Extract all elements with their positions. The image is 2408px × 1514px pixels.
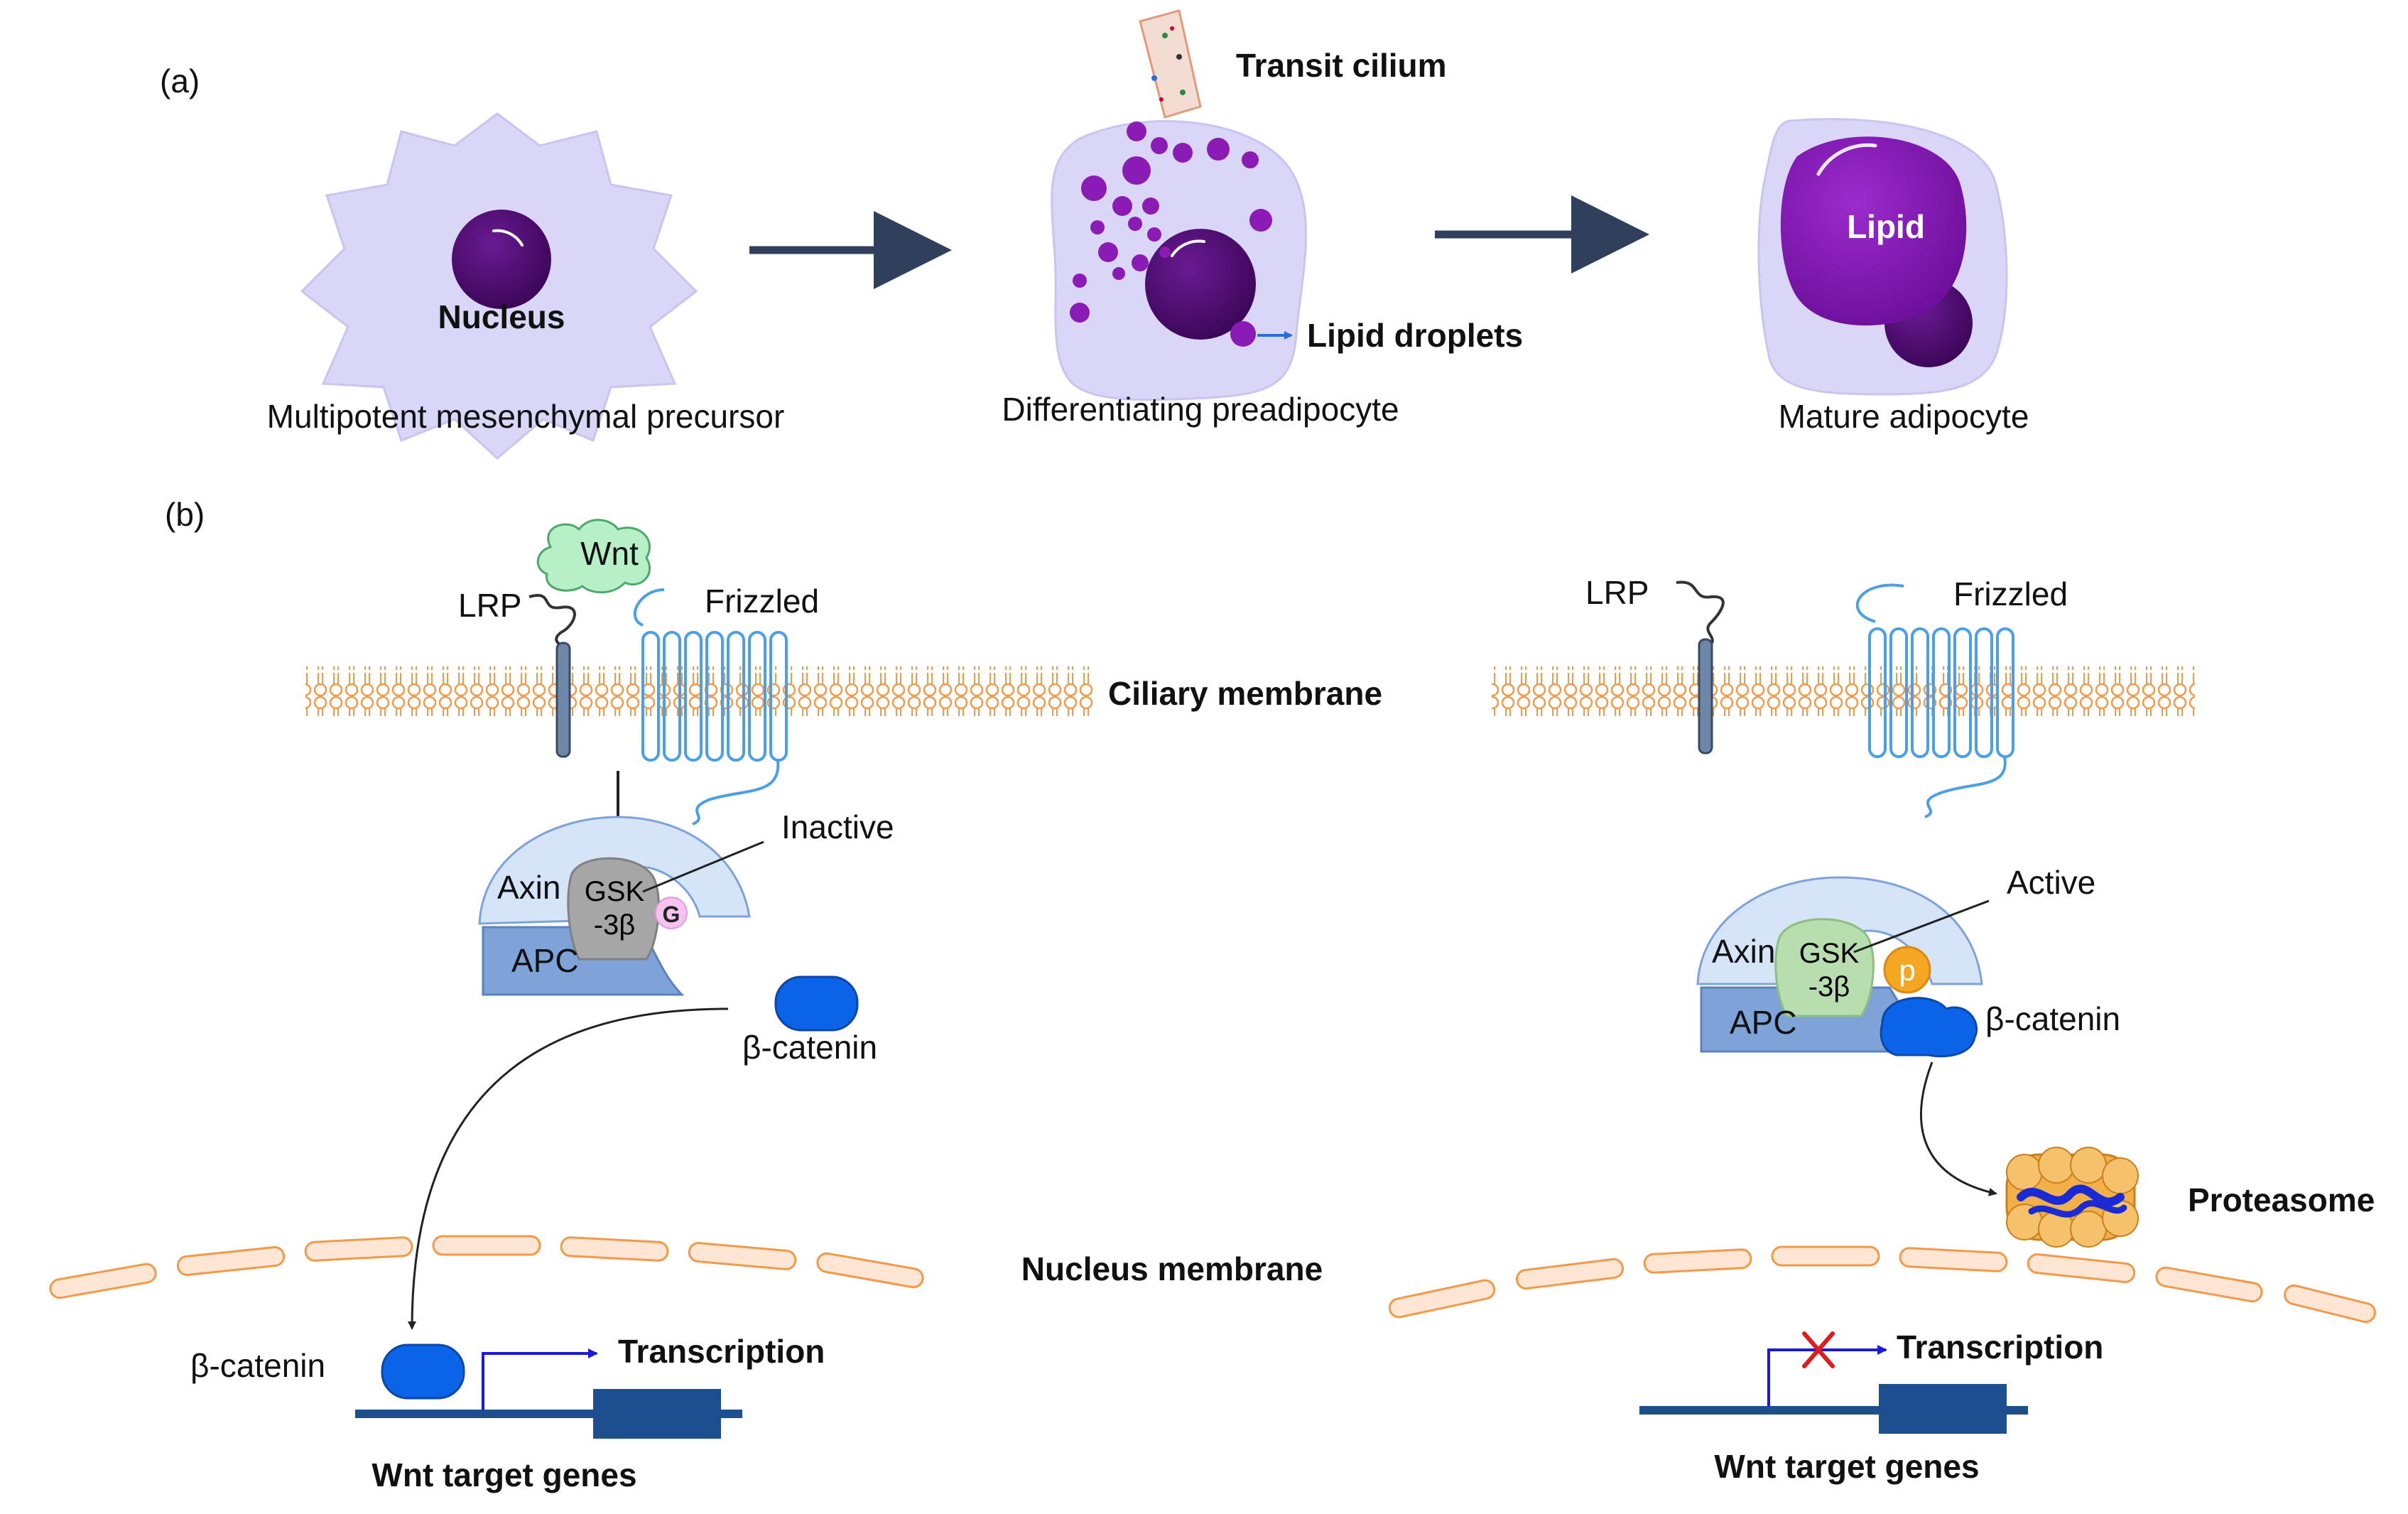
panel-b-label: (b) — [165, 496, 205, 533]
right-wnt-off: LRP Frizzled p Axin GSK -3β APC β-cateni… — [1585, 574, 2375, 1248]
mesenchymal-precursor-cell: Nucleus Multipotent mesenchymal precurso… — [267, 112, 785, 460]
transcription-blocked-icon — [1802, 1331, 1835, 1368]
gsk-label-right-2: -3β — [1808, 971, 1850, 1002]
lrp-label-right: LRP — [1585, 574, 1649, 611]
proteasome-label: Proteasome — [2188, 1182, 2375, 1218]
nucleus-membrane-label: Nucleus membrane — [1021, 1250, 1323, 1287]
lrp-receptor-right — [1698, 638, 1713, 755]
axin-label-left: Axin — [497, 869, 560, 906]
wnt-target-genes-label-right: Wnt target genes — [1714, 1448, 1979, 1485]
preadipocyte-cell: Transit cilium Lipid droplets Differenti… — [1002, 9, 1523, 428]
g-badge-label: G — [663, 902, 680, 927]
transit-cilium-label: Transit cilium — [1236, 47, 1447, 84]
nucleus-membrane-left — [49, 1235, 924, 1299]
lrp-receptor-left — [555, 642, 571, 758]
active-label: Active — [2007, 864, 2095, 901]
p-badge-label: p — [1899, 953, 1915, 987]
lipid-droplets — [1070, 121, 1272, 347]
inactive-label: Inactive — [781, 809, 894, 845]
precursor-caption: Multipotent mesenchymal precursor — [267, 398, 785, 435]
right-gene-region: Transcription Wnt target genes — [1639, 1329, 2103, 1485]
precursor-nucleus — [452, 210, 551, 309]
beta-catenin-cytoplasm-left — [774, 975, 859, 1032]
gsk-label-right-1: GSK — [1799, 938, 1860, 969]
proteasome — [2005, 1147, 2139, 1248]
preadipocyte-caption: Differentiating preadipocyte — [1002, 391, 1399, 428]
gsk-label-left-2: -3β — [594, 909, 636, 941]
gsk-label-left-1: GSK — [585, 876, 645, 907]
wnt-label: Wnt — [580, 535, 639, 572]
g-badge — [655, 897, 688, 929]
frizzled-receptor-left — [641, 631, 788, 826]
mature-adipocyte: Lipid Mature adipocyte — [1757, 118, 2029, 435]
lipid-droplets-label: Lipid droplets — [1307, 317, 1523, 354]
adipocyte-caption: Mature adipocyte — [1779, 398, 2029, 435]
wnt-target-gene-right — [1879, 1384, 2007, 1434]
panel-a-label: (a) — [160, 63, 200, 99]
ciliary-membrane-label: Ciliary membrane — [1108, 675, 1382, 712]
wnt-target-genes-label-left: Wnt target genes — [371, 1456, 636, 1493]
frizzled-label-right: Frizzled — [1953, 575, 2068, 612]
transcription-label-left: Transcription — [618, 1333, 825, 1370]
apc-label-right: APC — [1730, 1004, 1797, 1041]
lipid-label: Lipid — [1847, 208, 1925, 245]
beta-catenin-bound — [1880, 997, 1978, 1058]
nucleus-membrane-right — [1388, 1245, 2376, 1324]
lrp-label-left: LRP — [458, 587, 521, 624]
axin-label-right: Axin — [1712, 933, 1775, 970]
transcription-label-right: Transcription — [1897, 1329, 2103, 1366]
left-gene-region: β-catenin Transcription Wnt target genes — [190, 1333, 825, 1493]
p-badge — [1883, 946, 1931, 994]
ciliary-membrane-right — [1492, 666, 2195, 716]
beta-catenin-nucleus-label: β-catenin — [190, 1347, 325, 1384]
left-wnt-on: Wnt LRP Frizzled G Axin GSK -3β APC — [408, 519, 894, 1330]
wnt-target-gene-left — [593, 1389, 721, 1439]
frizzled-receptor-right — [1868, 627, 2014, 818]
beta-catenin-label-right: β-catenin — [1985, 1000, 2120, 1037]
beta-catenin-nucleus — [381, 1343, 465, 1400]
transit-cilium — [1139, 9, 1202, 119]
wnt-ligand — [536, 519, 651, 594]
frizzled-label-left: Frizzled — [705, 583, 819, 620]
nucleus-label: Nucleus — [438, 298, 565, 335]
beta-catenin-label-left: β-catenin — [742, 1029, 877, 1066]
lipid-vacuole — [1780, 136, 1967, 326]
apc-label-left: APC — [511, 942, 579, 979]
gsk3b-active — [1774, 918, 1875, 1017]
